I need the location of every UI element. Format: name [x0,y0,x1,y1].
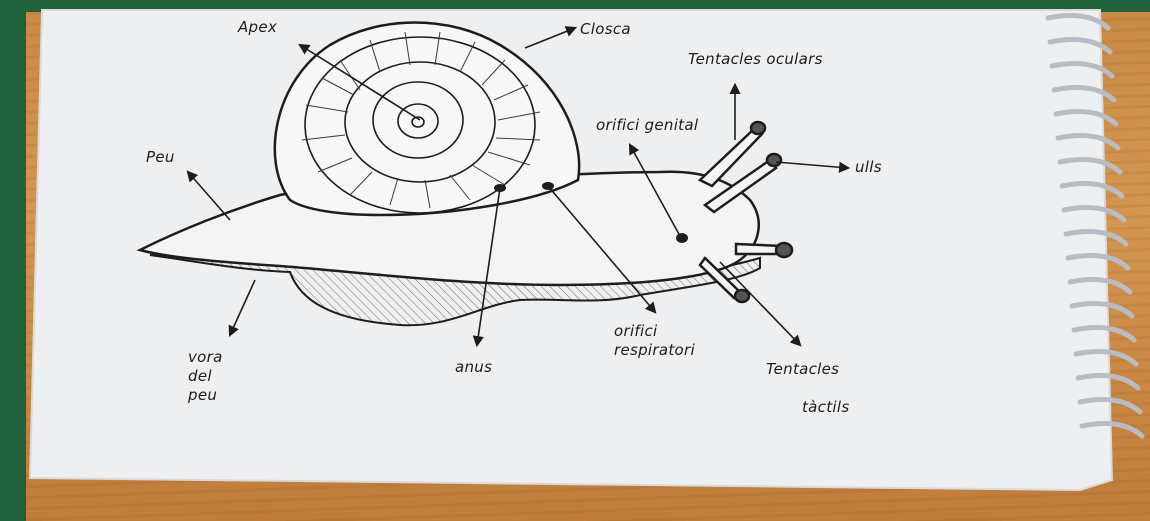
label-closca: Closca [580,20,631,39]
label-vora-del-peu: vora del peu [188,348,223,404]
label-orifici-genital: orifici genital [596,116,698,135]
label-tentacles-tactils: Tentacles [766,360,839,379]
label-peu: Peu [146,148,175,167]
label-orifici-respiratori: orifici respiratori [614,322,695,360]
label-apex: Apex [238,18,277,37]
label-tentacles-tactils-2: tàctils [802,398,849,417]
label-anus: anus [455,358,492,377]
label-tentacles-oculars: Tentacles oculars [688,50,823,69]
label-ulls: ulls [855,158,882,177]
